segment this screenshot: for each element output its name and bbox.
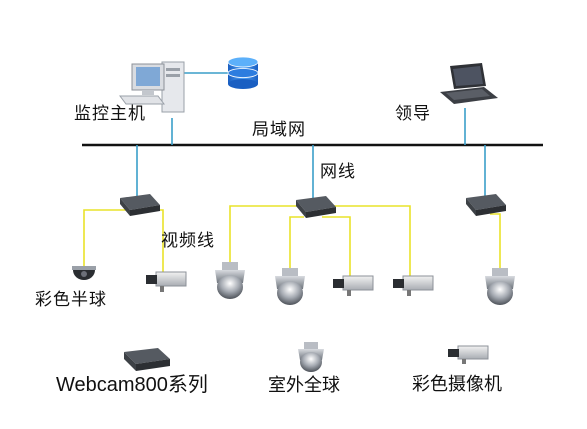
ptz-dome-icon <box>215 262 245 299</box>
lan-label: 局域网 <box>252 120 306 140</box>
dome-camera-icon <box>72 266 96 280</box>
ptz-dome-icon <box>298 342 324 372</box>
leader-label: 领导 <box>395 104 431 124</box>
host-label: 监控主机 <box>74 104 146 124</box>
database-icon <box>227 56 259 89</box>
box-camera-icon <box>146 271 187 292</box>
network-cable-label: 网线 <box>320 162 356 182</box>
legend-webcam-label: Webcam800系列 <box>56 374 208 396</box>
video-cable-label: 视频线 <box>161 231 215 251</box>
laptop-icon <box>440 63 498 104</box>
color-dome-label: 彩色半球 <box>35 290 107 310</box>
legend-color-camera-label: 彩色摄像机 <box>412 374 502 395</box>
encoder-icon <box>466 194 506 216</box>
encoder-icon <box>296 196 336 218</box>
video-cables <box>83 205 501 276</box>
workstation-icon <box>119 61 185 113</box>
encoder-icon <box>120 194 160 216</box>
box-camera-icon <box>393 275 434 296</box>
box-camera-icon <box>333 275 374 296</box>
box-camera-icon <box>448 345 489 364</box>
ptz-dome-icon <box>275 268 305 305</box>
encoder-icon <box>124 348 170 371</box>
legend-outdoor-dome-label: 室外全球 <box>268 375 340 396</box>
ptz-dome-icon <box>485 268 515 305</box>
